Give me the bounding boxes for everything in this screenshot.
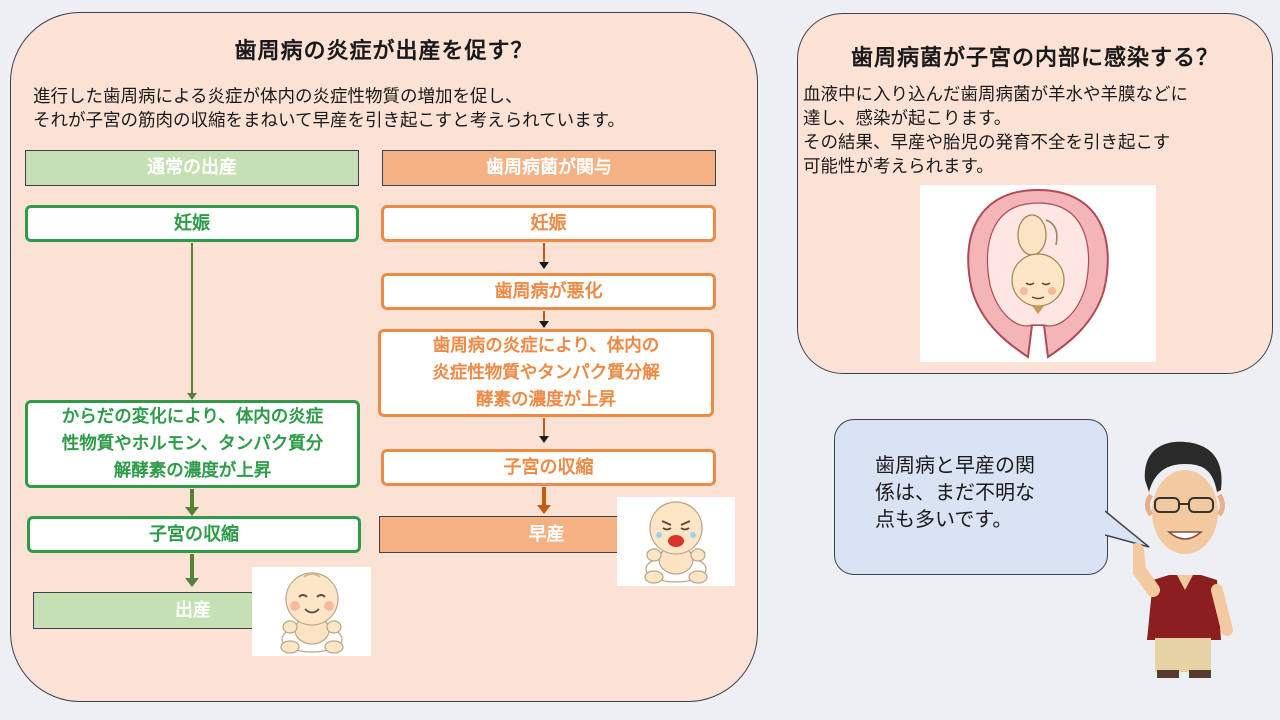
perio-step-inflammation: 歯周病の炎症により、体内の 炎症性物質やタンパク質分解 酵素の濃度が上昇: [378, 329, 714, 417]
normal-birth-header: 通常の出産: [25, 150, 359, 186]
perio-step-uterine-contraction: 子宮の収縮: [381, 449, 716, 486]
normal-step-uterine-contraction: 子宮の収縮: [27, 516, 361, 553]
left-panel-title: 歯周病の炎症が出産を促す？: [234, 39, 534, 64]
perio-step-pregnancy: 妊娠: [381, 205, 716, 242]
speech-bubble: [834, 419, 1108, 575]
speech-bubble-tail: [1105, 510, 1150, 548]
happy-baby-image: [252, 567, 371, 656]
fetus-in-uterus-image: [920, 185, 1156, 362]
crying-baby-image: [617, 497, 735, 586]
left-panel-intro: 進行した歯周病による炎症が体内の炎症性物質の増加を促し、 それが子宮の筋肉の収縮…: [33, 87, 625, 131]
right-panel-intro: 血液中に入り込んだ歯周病菌が羊水や羊膜などに 達し、感染が起こります。 その結果…: [803, 85, 1188, 177]
normal-step-body-change: からだの変化により、体内の炎症 性物質やホルモン、タンパク質分 解酵素の濃度が上…: [25, 400, 360, 488]
perio-step-worsening: 歯周病が悪化: [381, 273, 716, 310]
man-character-image: [1130, 440, 1233, 680]
periodontal-header: 歯周病菌が関与: [382, 150, 716, 186]
speech-bubble-text: 歯周病と早産の関 係は、まだ不明な 点も多いです。: [875, 453, 1035, 531]
normal-step-pregnancy: 妊娠: [25, 205, 359, 242]
right-panel-title: 歯周病菌が子宮の内部に感染する？: [850, 46, 1219, 71]
